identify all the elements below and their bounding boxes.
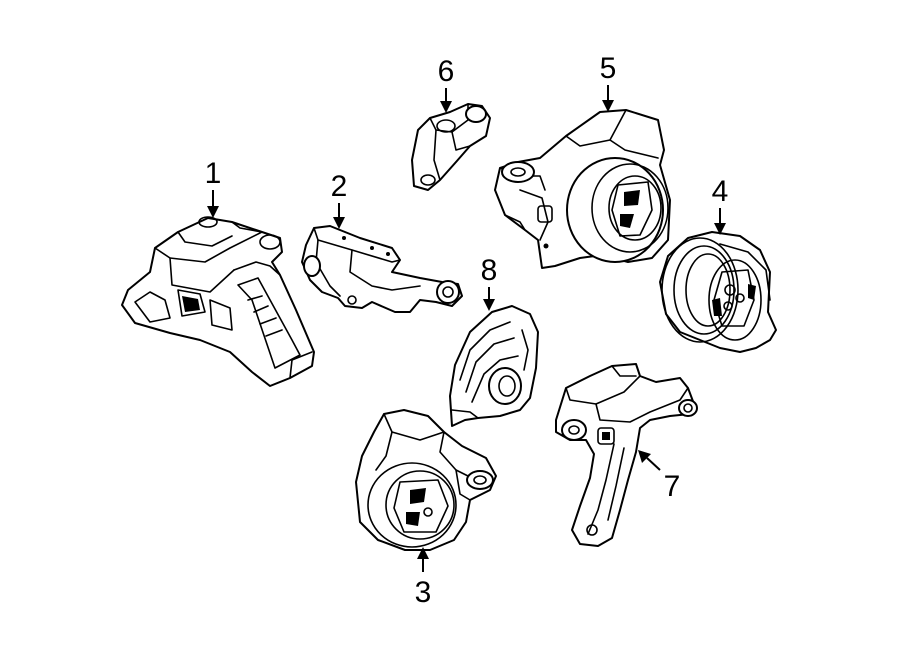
callout-arrow-2: [333, 217, 345, 229]
callout-1: 1: [205, 157, 222, 218]
callout-8: 8: [481, 254, 498, 311]
callout-6: 6: [438, 55, 455, 113]
callout-label-1: 1: [205, 157, 222, 190]
callout-3: 3: [415, 547, 432, 609]
part-3-lower-mount: [355, 409, 497, 551]
callout-arrow-3: [417, 547, 429, 559]
callout-arrow-8: [483, 299, 495, 311]
part-5-mount-with-bushing: [494, 109, 671, 269]
part-7-bracket-arm: [555, 363, 698, 547]
part-2-bracket: [301, 225, 463, 313]
callout-7: 7: [638, 450, 680, 503]
callout-label-3: 3: [415, 576, 432, 609]
callout-label-8: 8: [481, 254, 498, 287]
callout-arrow-5: [602, 100, 614, 112]
part-8-heat-shield: [449, 305, 539, 427]
callout-label-2: 2: [331, 170, 348, 203]
callout-label-7: 7: [664, 470, 681, 503]
callout-label-5: 5: [600, 52, 617, 85]
callout-label-4: 4: [712, 175, 729, 208]
callout-arrow-1: [207, 206, 219, 218]
callout-arrow-7: [638, 450, 651, 463]
callout-4: 4: [712, 175, 729, 235]
part-6-small-bracket: [411, 103, 491, 191]
part-1-engine-mount-bracket: [121, 216, 315, 387]
callout-leader-7: [646, 457, 661, 471]
callout-2: 2: [331, 170, 348, 229]
part-4-round-mount: [659, 231, 777, 353]
callout-label-6: 6: [438, 55, 455, 88]
callout-arrow-4: [714, 223, 726, 235]
callout-5: 5: [600, 52, 617, 112]
callout-arrow-6: [440, 101, 452, 113]
